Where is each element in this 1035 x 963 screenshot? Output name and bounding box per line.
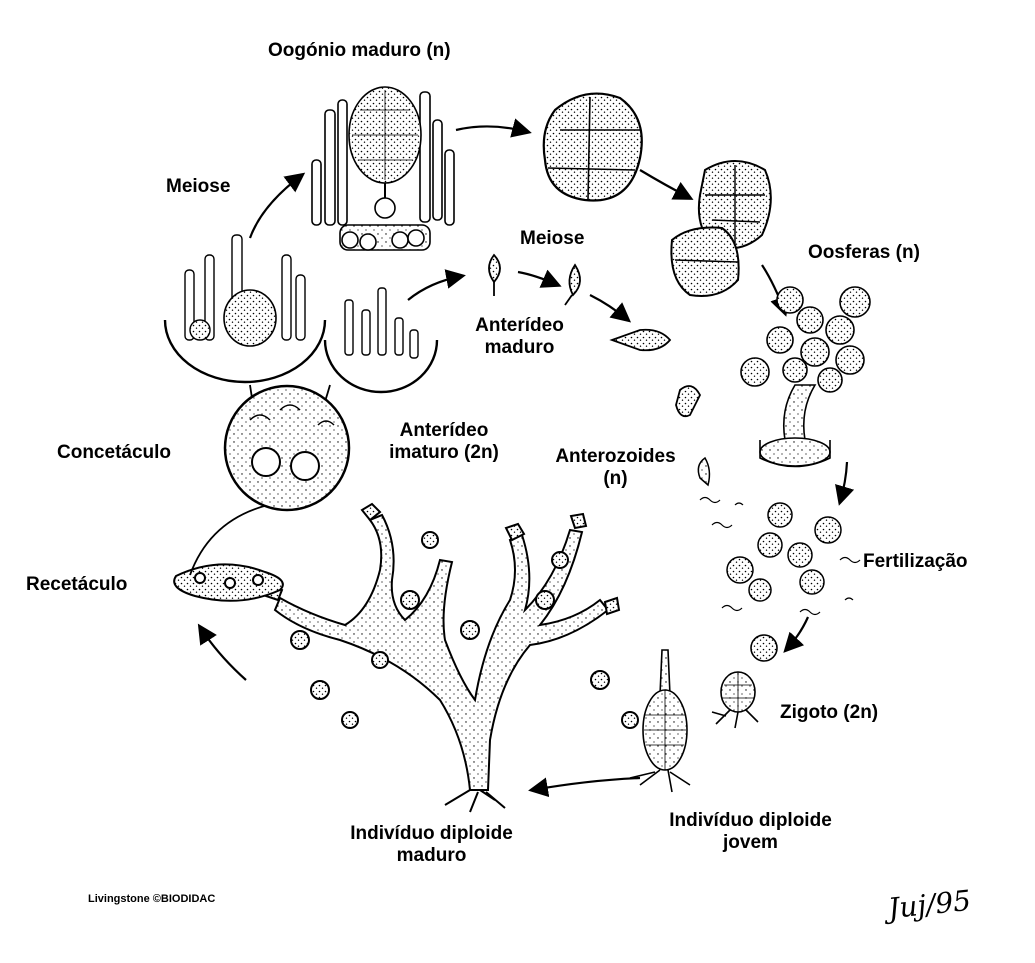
label-anterozoides-line2: (n) [603, 468, 628, 489]
label-diploide-maduro: Indivíduo diploide maduro [324, 823, 539, 867]
label-concetaculo: Concetáculo [57, 442, 172, 463]
label-anterideo-maduro-line2: maduro [484, 337, 555, 358]
label-meiose-left: Meiose [166, 176, 231, 197]
arrow-antheridium-to-meiose [407, 269, 466, 301]
arrow-oogonio-to-oogonium-cluster [455, 118, 532, 138]
arrow-mature-to-recetaculo [197, 623, 247, 681]
mature-diploid-seaweed [264, 502, 639, 813]
label-diploide-jovem-line1: Indivíduo diploide [669, 810, 832, 831]
arrow-fertilization-to-zygote [783, 616, 810, 653]
arrow-meiose-antheridium-2 [589, 294, 632, 323]
arrow-cluster-to-dividing [639, 169, 694, 200]
anterideo-imaturo-drawing [323, 287, 439, 394]
label-anterideo-maduro: Anterídeo maduro [462, 315, 577, 359]
label-fertilizacao: Fertilização [863, 551, 968, 572]
oogonium-egg-cluster [542, 92, 643, 202]
label-diploide-jovem: Indivíduo diploide jovem [643, 810, 858, 854]
label-diploide-maduro-line2: maduro [396, 845, 467, 866]
credit-text: Livingstone ©BIODIDAC [88, 893, 216, 905]
label-oogonio-maduro: Oogónio maduro (n) [268, 40, 451, 61]
anterideo-maduro-drawing [488, 253, 702, 418]
label-anterideo-imaturo-line1: Anterídeo [399, 420, 489, 441]
oogonio-maduro-drawing [311, 86, 455, 251]
label-meiose-center: Meiose [520, 228, 585, 249]
arrow-meiose-to-oogonio [248, 172, 306, 239]
zygote-drawing [711, 634, 778, 729]
concetaculo-drawing [223, 384, 351, 512]
label-anterozoides-line1: Anterozoides [555, 446, 676, 467]
oogonium-imaturo-drawing [163, 234, 327, 384]
label-recetaculo: Recetáculo [26, 574, 128, 595]
label-anterozoides: Anterozoides (n) [538, 446, 693, 490]
arrow-meiose-antheridium-1 [517, 269, 562, 288]
cycle-arrows [197, 118, 855, 798]
label-oosferas: Oosferas (n) [808, 242, 920, 263]
label-anterideo-imaturo: Anterídeo imaturo (2n) [374, 420, 514, 464]
arrow-oosferas-to-fertilization [835, 461, 855, 506]
label-diploide-maduro-line1: Indivíduo diploide [350, 823, 513, 844]
arrow-young-to-mature [528, 776, 641, 798]
young-diploid-drawing [629, 649, 691, 793]
oosferas-drawing [740, 286, 871, 468]
recetaculo-drawing [173, 563, 284, 602]
label-anterideo-imaturo-line2: imaturo (2n) [389, 442, 499, 463]
dividing-eggs [670, 160, 772, 297]
label-zigoto: Zigoto (2n) [780, 702, 879, 723]
label-anterideo-maduro-line1: Anterídeo [475, 315, 564, 336]
fertilization-drawing [697, 456, 861, 616]
label-diploide-jovem-line2: jovem [723, 832, 778, 853]
